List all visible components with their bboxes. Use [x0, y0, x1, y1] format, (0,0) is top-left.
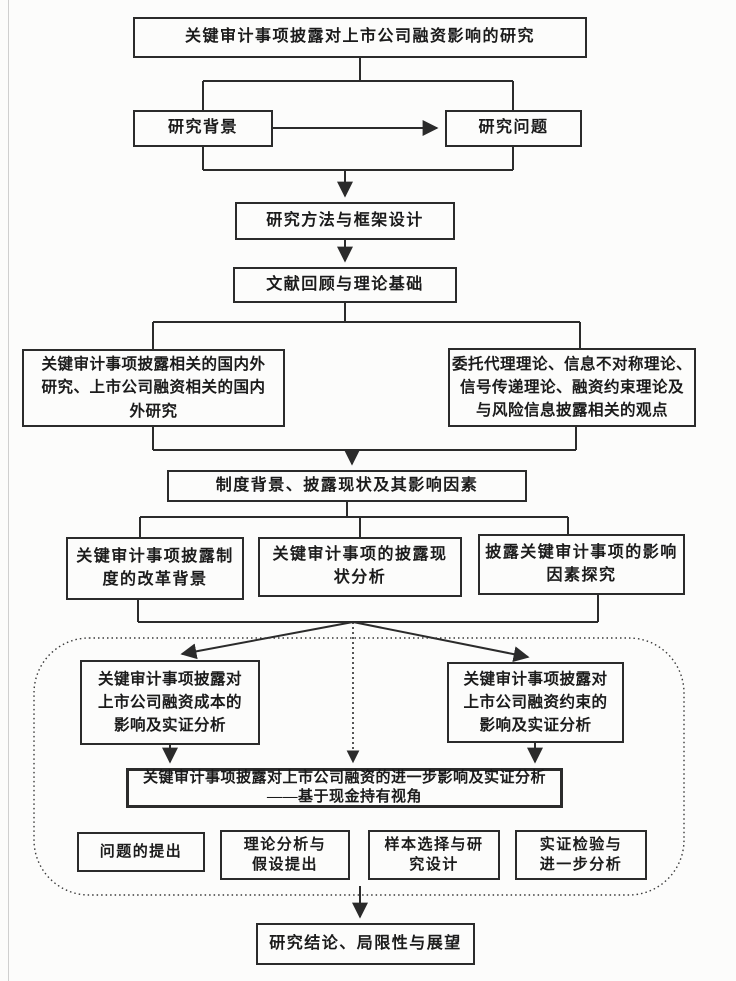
node-conclusion: 研究结论、局限性与展望 — [256, 923, 475, 965]
node-empirical-test: 实证检验与 进一步分析 — [515, 830, 647, 880]
node-question-raising: 问题的提出 — [77, 832, 205, 872]
node-further-impact: 关键审计事项披露对上市公司融资的进一步影响及实证分析 ——基于现金持有视角 — [126, 768, 563, 808]
node-financing-cost: 关键审计事项披露对 上市公司融资成本的 影响及实证分析 — [80, 660, 260, 745]
node-domestic-foreign-research: 关键审计事项披露相关的国内外 研究、上市公司融资相关的国内 外研究 — [22, 349, 285, 427]
node-research-question: 研究问题 — [445, 110, 582, 147]
node-institution-status-factors: 制度背景、披露现状及其影响因素 — [167, 470, 527, 502]
node-research-background: 研究背景 — [133, 110, 273, 147]
node-method-framework: 研究方法与框架设计 — [235, 202, 455, 240]
node-theory-hypothesis: 理论分析与 假设提出 — [220, 830, 350, 880]
node-literature-review: 文献回顾与理论基础 — [233, 267, 457, 303]
node-sample-design: 样本选择与研 究设计 — [368, 830, 500, 880]
node-reform-background: 关键审计事项披露制 度的改革背景 — [66, 537, 244, 600]
node-financing-constraint: 关键审计事项披露对 上市公司融资约束的 影响及实证分析 — [447, 662, 624, 743]
node-main-title: 关键审计事项披露对上市公司融资影响的研究 — [133, 17, 587, 58]
node-theory-basis: 委托代理理论、信息不对称理论、 信号传递理论、融资约束理论及 与风险信息披露相关… — [448, 348, 696, 427]
node-influencing-factors: 披露关键审计事项的影响 因素探究 — [478, 534, 685, 595]
node-disclosure-status: 关键审计事项的披露现 状分析 — [258, 537, 462, 597]
page-edge-line — [8, 0, 9, 981]
